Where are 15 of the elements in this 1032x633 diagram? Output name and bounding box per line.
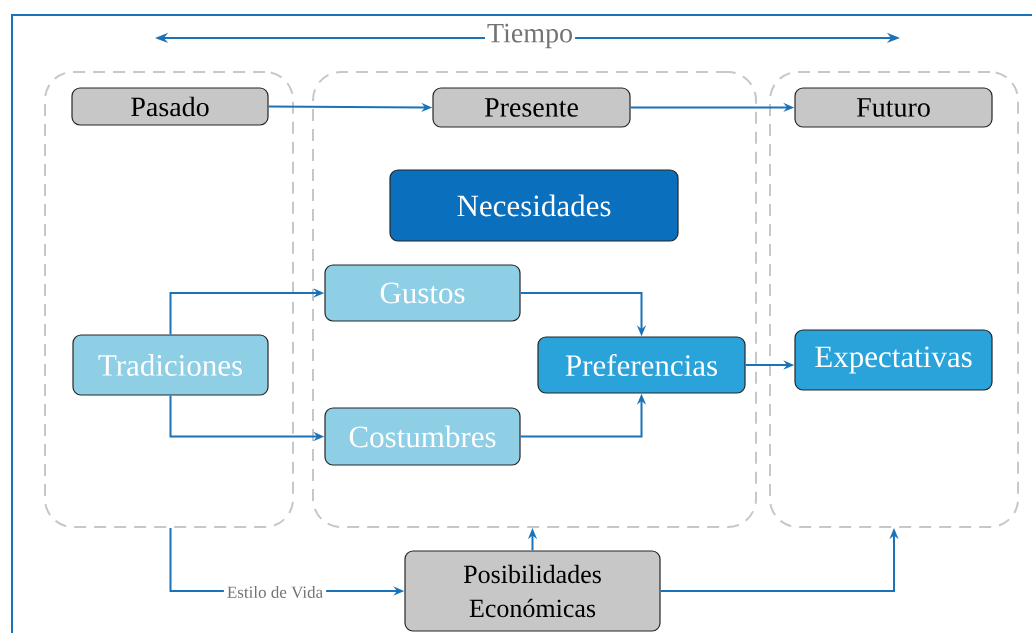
edge-label: Estilo de Vida <box>223 582 327 602</box>
concept-box: Gustos <box>324 264 521 322</box>
period-box: Futuro <box>794 87 993 128</box>
period-box: Presente <box>432 87 631 128</box>
period-box: Pasado <box>71 87 269 126</box>
concept-box: Necesidades <box>389 169 679 242</box>
period-box: Posibilidades Económicas <box>404 550 661 632</box>
dashed-group-box <box>769 71 1019 528</box>
dashed-group-box <box>44 71 294 528</box>
dashed-group-box <box>312 71 757 528</box>
concept-box: Costumbres <box>324 407 521 466</box>
concept-box: Preferencias <box>537 336 746 394</box>
axis-label: Tiempo <box>484 23 576 49</box>
concept-box: Tradiciones <box>72 334 269 396</box>
concept-box: Expectativas <box>794 329 993 391</box>
